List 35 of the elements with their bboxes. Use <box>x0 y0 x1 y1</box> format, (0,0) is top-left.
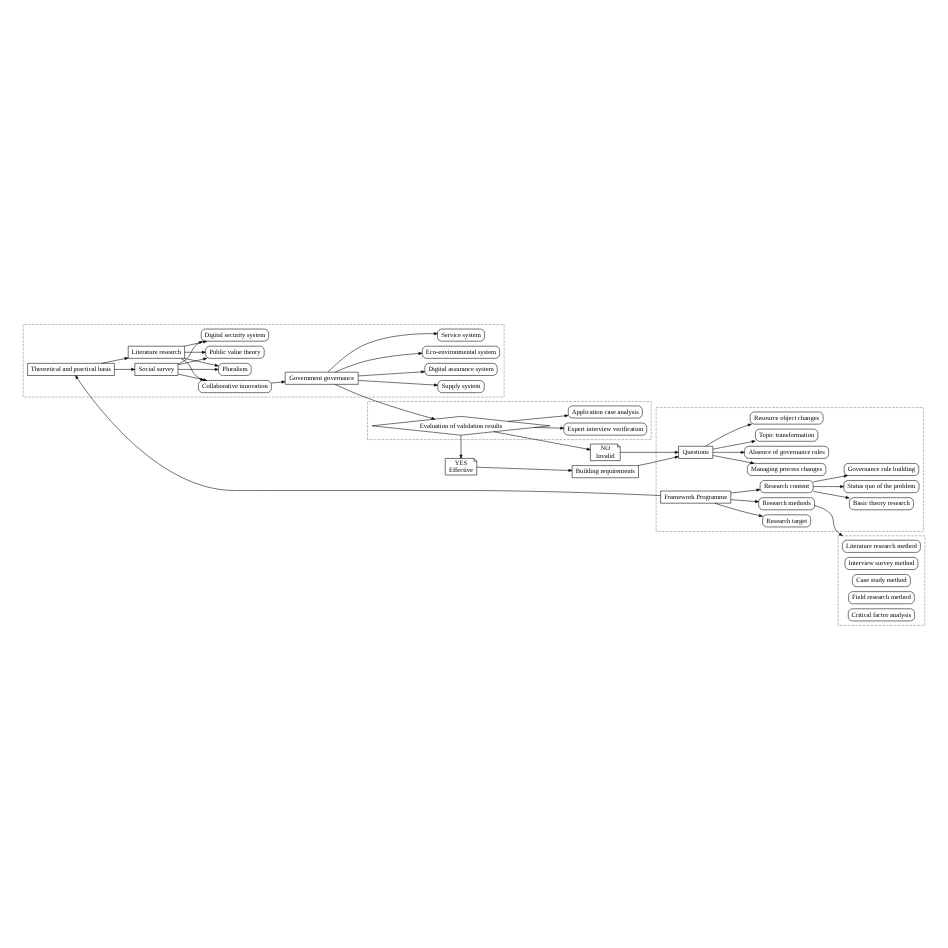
arrow <box>714 501 763 516</box>
arrow <box>357 369 425 376</box>
arrow <box>493 430 591 450</box>
arrow <box>637 454 679 465</box>
arrow <box>476 465 573 471</box>
arrow <box>184 349 206 353</box>
arrow <box>177 340 203 364</box>
arrow <box>177 372 208 381</box>
arrow <box>712 449 745 453</box>
arrow <box>75 374 661 495</box>
arrow <box>357 379 438 386</box>
arrow <box>334 351 423 372</box>
arrow <box>327 331 438 372</box>
arrow <box>813 490 850 498</box>
arrow <box>730 498 759 502</box>
arrow <box>705 422 752 446</box>
arrow <box>101 356 129 363</box>
arrow <box>620 449 679 453</box>
arrow <box>507 413 569 421</box>
arrow <box>712 439 756 449</box>
arrow <box>334 383 436 419</box>
arrow <box>813 484 844 488</box>
arrow <box>180 357 204 380</box>
arrow <box>730 487 761 493</box>
arrow <box>177 366 219 370</box>
arrow <box>271 379 286 383</box>
arrow <box>712 454 755 464</box>
arrow <box>184 357 219 366</box>
arrow <box>814 504 843 536</box>
arrow <box>459 433 463 458</box>
arrow <box>177 356 208 364</box>
arrow <box>114 366 136 370</box>
arrow <box>813 473 848 482</box>
arrow <box>184 339 207 346</box>
arrow <box>533 425 565 429</box>
